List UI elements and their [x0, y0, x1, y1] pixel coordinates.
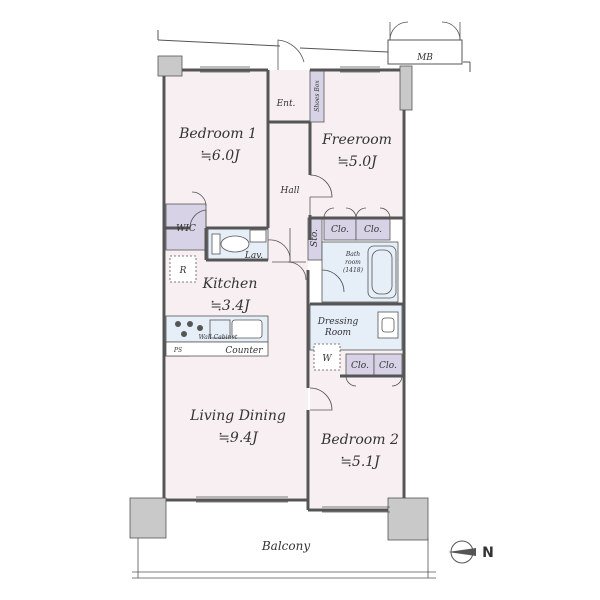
kitchen-name: Kitchen	[202, 276, 258, 292]
kitchen-size: ≒3.4J	[210, 298, 251, 314]
closet-label-3: Clo.	[351, 361, 369, 371]
freeroom-name: Freeroom	[321, 132, 392, 148]
refrigerator-space	[169, 255, 197, 283]
bedroom1-floor	[166, 70, 268, 228]
living-size: ≒9.4J	[218, 430, 259, 446]
living-name: Living Dining	[189, 408, 286, 424]
lavatory-sink	[249, 229, 267, 243]
closet-label-1: Clo.	[331, 225, 349, 235]
washer-label: W	[322, 354, 332, 364]
corridor-lines	[157, 30, 471, 72]
toilet-fixture	[211, 233, 250, 255]
room-labels: Bedroom 1 ≒6.0J Freeroom ≒5.0J Kitchen ≒…	[178, 126, 399, 470]
doors	[189, 39, 403, 411]
counter-label: Counter	[225, 346, 263, 356]
ent-label: Ent.	[276, 99, 296, 109]
freeroom-size: ≒5.0J	[337, 154, 378, 170]
bathtub	[367, 245, 397, 299]
closet-label-2: Clo.	[364, 225, 382, 235]
dressing-label-1: Dressing	[317, 317, 359, 327]
sto-label: Sto.	[310, 229, 320, 247]
bath-label-1: Bath	[345, 251, 360, 258]
balcony	[132, 538, 436, 579]
wall-cabinet-label: Wall Cabinet	[199, 334, 238, 341]
balcony-label: Balcony	[261, 539, 310, 553]
kitchen-stove	[175, 321, 203, 337]
mb-label: MB	[416, 53, 433, 63]
balcony-windows	[196, 496, 390, 513]
closet-label-4: Clo.	[379, 361, 397, 371]
meter-box: MB	[387, 21, 463, 65]
pillars	[129, 55, 429, 541]
north-arrow: N	[448, 540, 494, 564]
bedroom2-floor	[310, 370, 402, 508]
bath-label-3: (1418)	[343, 267, 364, 274]
dressing-sink	[377, 311, 399, 339]
bedroom1-size: ≒6.0J	[200, 148, 241, 164]
storage-areas	[165, 69, 403, 377]
room-floors	[166, 70, 402, 508]
lav-label: Lav.	[244, 251, 263, 261]
refrigerator-label: R	[179, 266, 187, 276]
bedroom2-name: Bedroom 2	[320, 432, 399, 448]
bathroom	[321, 241, 399, 303]
washer-space	[313, 343, 341, 371]
north-label: N	[482, 545, 494, 561]
dressing-label-2: Room	[324, 328, 351, 338]
wic-label: WIC	[176, 224, 196, 234]
hall-label: Hall	[280, 186, 300, 196]
shoes-box-label: Shoes Box	[314, 80, 321, 112]
counter-strip	[165, 341, 269, 357]
bedroom1-name: Bedroom 1	[178, 126, 257, 142]
bath-label-2: room	[345, 259, 361, 266]
freeroom-floor	[310, 70, 402, 218]
bedroom2-size: ≒5.1J	[340, 454, 381, 470]
top-windows	[200, 66, 380, 73]
small-labels: Ent. Shoes Box Hall WIC Sto. Lav. R Clo.…	[173, 80, 397, 553]
kitchen-sink	[209, 319, 263, 339]
ps-label: PS	[173, 347, 182, 354]
